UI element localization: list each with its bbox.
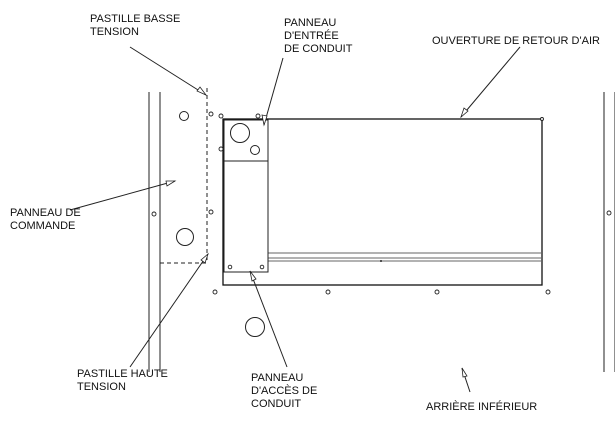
conduit-entry-large-hole	[230, 123, 250, 143]
label-pastille-haute-tension: PASTILLE HAUTE TENSION	[77, 368, 168, 394]
label-line: DE CONDUIT	[284, 43, 353, 55]
leader-panneau-commande	[69, 180, 177, 211]
right-side-rail	[603, 92, 615, 372]
label-line: PASTILLE BASSE	[90, 13, 181, 25]
label-line: TENSION	[90, 26, 139, 38]
leader-panneau-acces	[249, 270, 288, 368]
leader-ouverture-retour	[460, 46, 521, 119]
mounting-screws	[212, 113, 551, 295]
leader-pastille-basse	[129, 46, 208, 96]
label-line: ARRIÈRE INFÉRIEUR	[426, 401, 538, 413]
knockout-small-hole	[179, 111, 189, 121]
conduit-entry-small-hole	[250, 145, 260, 155]
left-side-rail	[148, 92, 161, 372]
label-line: PANNEAU	[284, 17, 337, 29]
leader-panneau-entree	[261, 57, 284, 127]
control-panel-outline	[160, 88, 214, 264]
label-line: CONDUIT	[251, 398, 302, 410]
leader-pastille-haute	[129, 252, 209, 368]
leader-arriere-inferieur	[461, 367, 471, 393]
label-line: COMMANDE	[10, 220, 76, 232]
label-ouverture-retour-air: OUVERTURE DE RETOUR D'AIR	[432, 35, 600, 48]
label-panneau-entree-conduit: PANNEAU D'ENTRÉE DE CONDUIT	[284, 17, 352, 56]
label-line: PANNEAU	[251, 372, 304, 384]
label-line: PASTILLE HAUTE	[77, 368, 168, 380]
conduit-panel-column	[223, 119, 269, 273]
label-pastille-basse-tension: PASTILLE BASSE TENSION	[90, 13, 180, 39]
label-line: D'ENTRÉE	[284, 30, 339, 42]
lower-knockout-hole	[245, 317, 265, 337]
label-line: TENSION	[77, 381, 126, 393]
label-arriere-inferieur: ARRIÈRE INFÉRIEUR	[426, 401, 537, 414]
label-line: PANNEAU DE	[10, 207, 81, 219]
label-panneau-commande: PANNEAU DE COMMANDE	[10, 207, 81, 233]
return-air-opening	[222, 118, 543, 286]
label-panneau-acces-conduit: PANNEAU D'ACCÈS DE CONDUIT	[251, 372, 317, 411]
label-line: D'ACCÈS DE	[251, 385, 318, 397]
knockout-large-hole	[176, 228, 194, 246]
label-line: OUVERTURE DE RETOUR D'AIR	[432, 35, 600, 47]
